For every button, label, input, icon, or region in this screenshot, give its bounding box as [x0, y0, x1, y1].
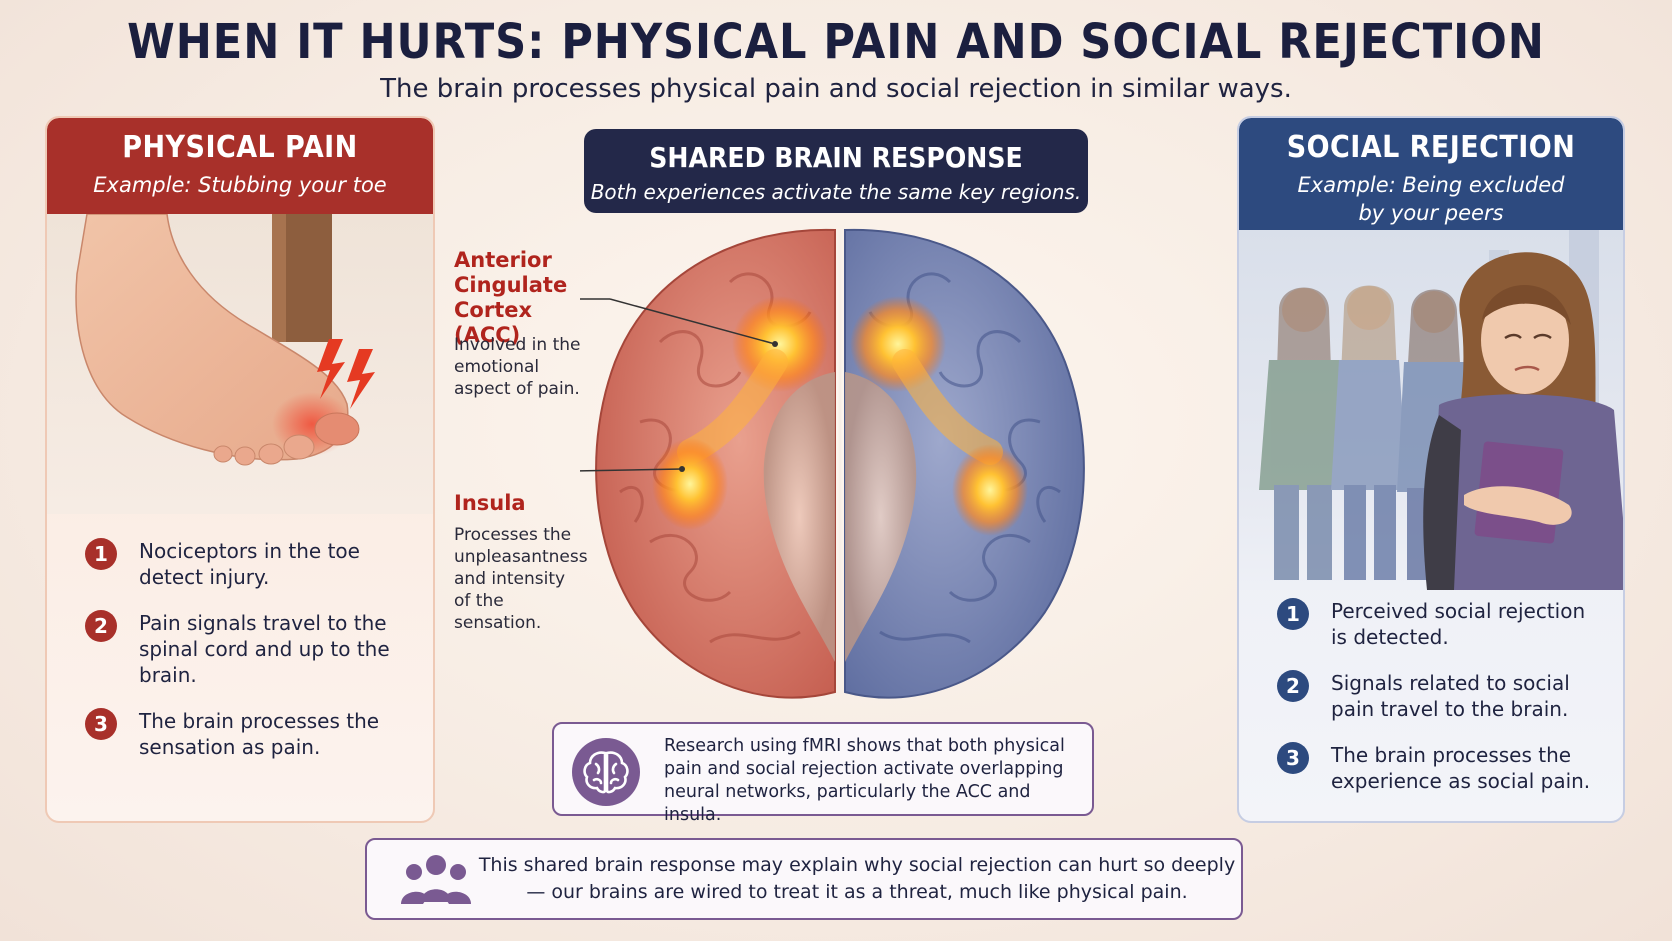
shared-response-title: SHARED BRAIN RESPONSE — [649, 141, 1023, 174]
step-text: Perceived social rejection is detected. — [1331, 599, 1586, 649]
step-text: The brain processes the sensation as pai… — [139, 709, 380, 759]
step-number-badge: 1 — [1277, 598, 1309, 630]
shared-response-subtitle: Both experiences activate the same key r… — [590, 180, 1082, 204]
step-number-badge: 2 — [85, 610, 117, 642]
lightning-icon — [317, 339, 375, 409]
social-step-1: 1 Perceived social rejection is detected… — [1239, 598, 1623, 650]
people-group-icon — [401, 855, 471, 904]
brain-illustration — [580, 228, 1085, 699]
step-number-badge: 3 — [85, 708, 117, 740]
step-text: Nociceptors in the toe detect injury. — [139, 539, 360, 589]
step-text: Signals related to social pain travel to… — [1331, 671, 1570, 721]
insula-right-glow — [952, 444, 1028, 536]
step-number-badge: 3 — [1277, 742, 1309, 774]
shared-response-header: SHARED BRAIN RESPONSE Both experiences a… — [584, 129, 1088, 213]
insula-description: Processes the unpleasantness and intensi… — [454, 525, 588, 633]
example-line-1: Example: Being excluded — [1297, 173, 1565, 197]
conclusion-text: This shared brain response may explain w… — [478, 854, 1236, 903]
physical-step-1: 1 Nociceptors in the toe detect injury. — [47, 538, 433, 590]
step-number-badge: 2 — [1277, 670, 1309, 702]
research-info-box: Research using fMRI shows that both phys… — [552, 722, 1094, 825]
social-rejection-example: Example: Being excluded by your peers — [1239, 171, 1623, 227]
social-rejection-header: SOCIAL REJECTION Example: Being excluded… — [1239, 118, 1623, 230]
page-title: WHEN IT HURTS: PHYSICAL PAIN AND SOCIAL … — [127, 14, 1545, 70]
conclusion-box: This shared brain response may explain w… — [365, 838, 1243, 920]
insula-label: Insula — [454, 491, 526, 515]
brain-icon — [572, 738, 640, 806]
social-rejection-title: SOCIAL REJECTION — [1286, 130, 1576, 165]
social-step-2: 2 Signals related to social pain travel … — [1239, 670, 1623, 722]
physical-step-3: 3 The brain processes the sensation as p… — [47, 708, 433, 760]
page-subtitle: The brain processes physical pain and so… — [380, 74, 1292, 104]
foot-illustration — [47, 214, 433, 514]
research-text: Research using fMRI shows that both phys… — [664, 736, 1065, 825]
social-rejection-panel: SOCIAL REJECTION Example: Being excluded… — [1237, 116, 1625, 823]
social-rejection-steps: 1 Perceived social rejection is detected… — [1239, 598, 1623, 814]
physical-pain-steps: 1 Nociceptors in the toe detect injury. … — [47, 538, 433, 780]
physical-pain-panel: PHYSICAL PAIN Example: Stubbing your toe — [45, 116, 435, 823]
acc-label: Anterior Cingulate Cortex (ACC) — [454, 248, 568, 347]
physical-pain-header: PHYSICAL PAIN Example: Stubbing your toe — [47, 118, 433, 214]
acc-right-glow — [850, 296, 946, 392]
step-text: Pain signals travel to the spinal cord a… — [139, 611, 390, 687]
physical-step-2: 2 Pain signals travel to the spinal cord… — [47, 610, 433, 688]
social-step-3: 3 The brain processes the experience as … — [1239, 742, 1623, 794]
insula-left-glow — [652, 438, 728, 530]
step-number-badge: 1 — [85, 538, 117, 570]
example-line-2: by your peers — [1358, 201, 1504, 225]
physical-pain-title: PHYSICAL PAIN — [122, 130, 358, 165]
step-text: The brain processes the experience as so… — [1331, 743, 1591, 793]
acc-description: Involved in the emotional aspect of pain… — [454, 335, 581, 399]
rejection-scene-illustration — [1239, 230, 1623, 590]
physical-pain-example: Example: Stubbing your toe — [93, 173, 387, 197]
